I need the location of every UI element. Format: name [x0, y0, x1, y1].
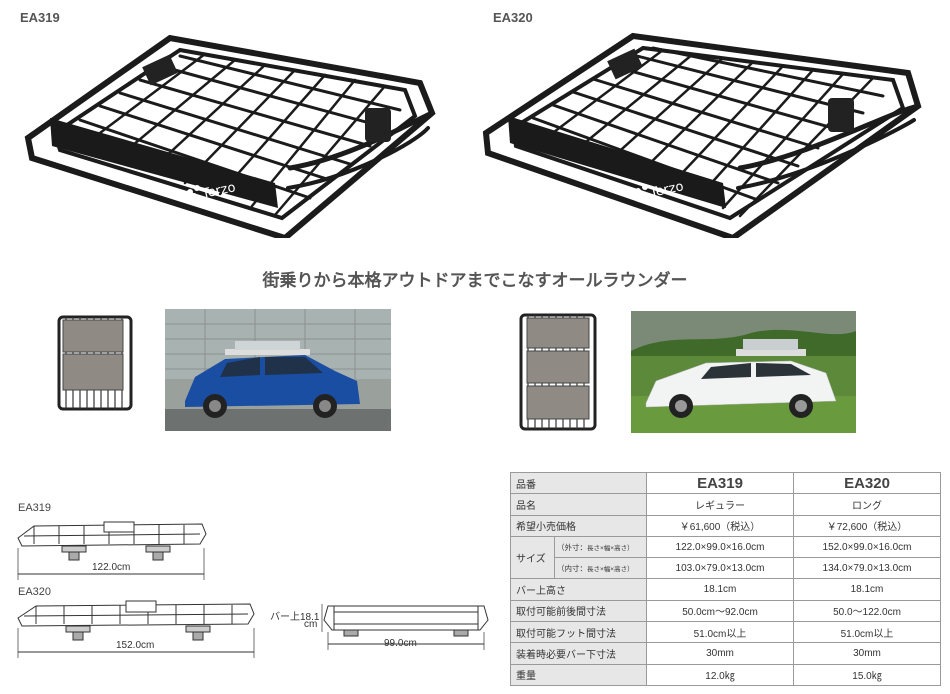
inner-size-label: （内寸：長さ×幅×高さ） [554, 557, 647, 580]
row-label: 取付可能フット間寸法 [510, 621, 647, 644]
table-row: （内寸：長さ×幅×高さ） 103.0×79.0×13.0cm 134.0×79.… [511, 557, 941, 580]
front-diagram [320, 600, 492, 652]
cell-value: 18.1cm [793, 578, 941, 601]
row-label: 重量 [510, 663, 647, 686]
row-label: 希望小売価格 [510, 514, 647, 537]
bar-height-unit: cm [304, 619, 318, 630]
table-row: 取付可能フット間寸法 51.0cm以上 51.0cm以上 [510, 621, 941, 644]
table-row: 装着時必要バー下寸法 30mm 30mm [510, 642, 941, 665]
cell-value: 30mm [646, 642, 794, 665]
table-row: 取付可能前後間寸法 50.0cm〜92.0cm 50.0〜122.0cm [510, 599, 941, 623]
spec-model-ea320: EA320 [793, 471, 941, 495]
ea320-model-label: EA320 [493, 10, 533, 25]
ea319-side-diagram [14, 518, 214, 582]
size-label: サイズ [510, 535, 555, 580]
cell-value: 152.0×99.0×16.0cm [793, 535, 941, 559]
model-number-label: 品番 [510, 471, 647, 495]
table-row: 重量 12.0㎏ 15.0㎏ [510, 663, 941, 686]
table-row: サイズ （外寸：長さ×幅×高さ） 122.0×99.0×16.0cm 152.0… [510, 535, 941, 580]
ea319-diagram-label: EA319 [18, 502, 52, 514]
white-wagon-photo [631, 311, 856, 433]
cell-value: 51.0cm以上 [646, 621, 794, 644]
ea320-topview-image [518, 312, 598, 432]
ea319-topview-image [56, 314, 134, 412]
tagline: 街乗りから本格アウトドアまでこなすオールラウンダー [262, 271, 688, 290]
bar-height-dimension: バー上18.1 [270, 612, 320, 623]
row-label: 取付可能前後間寸法 [510, 599, 647, 623]
cell-value: ロング [793, 493, 941, 516]
ea320-length-dimension: 152.0cm [116, 640, 155, 651]
cell-value: レギュラー [646, 493, 794, 516]
ea320-brand-logo: Terzo [648, 179, 685, 201]
cell-value: ￥72,600（税込） [793, 514, 941, 537]
ea320-diagram-label: EA320 [18, 586, 52, 598]
cell-value: 18.1cm [646, 578, 794, 601]
cell-value: 30mm [793, 642, 941, 665]
cell-value: 122.0×99.0×16.0cm [646, 535, 794, 559]
spec-table: 品番 EA319 EA320 品名 レギュラー ロング 希望小売価格 ￥61,6… [510, 471, 941, 686]
cell-value: 15.0㎏ [793, 663, 941, 686]
width-dimension: 99.0cm [384, 638, 417, 649]
ea319-brand-logo: Terzo [200, 180, 237, 202]
spec-model-ea319: EA319 [646, 471, 794, 495]
ea319-product-image: Terzo [20, 28, 450, 242]
cell-value: 103.0×79.0×13.0cm [646, 557, 794, 580]
ea319-length-dimension: 122.0cm [92, 562, 131, 573]
cell-value: 50.0〜122.0cm [793, 599, 941, 623]
spec-header-row: 品番 EA319 EA320 [510, 471, 941, 495]
ea320-product-image: Terzo [478, 28, 923, 242]
ea319-model-label: EA319 [20, 10, 60, 25]
outer-size-label: （外寸：長さ×幅×高さ） [554, 535, 647, 559]
cell-value: 51.0cm以上 [793, 621, 941, 644]
cell-value: 12.0㎏ [646, 663, 794, 686]
table-row: バー上高さ 18.1cm 18.1cm [510, 578, 941, 601]
cell-value: 134.0×79.0×13.0cm [793, 557, 941, 580]
ea320-side-diagram [14, 598, 262, 660]
row-label: 装着時必要バー下寸法 [510, 642, 647, 665]
table-row: 希望小売価格 ￥61,600（税込） ￥72,600（税込） [510, 514, 941, 537]
cell-value: 50.0cm〜92.0cm [646, 599, 794, 623]
table-row: 品名 レギュラー ロング [510, 493, 941, 516]
row-label: バー上高さ [510, 578, 647, 601]
cell-value: ￥61,600（税込） [646, 514, 794, 537]
blue-suv-photo [165, 309, 391, 431]
row-label: 品名 [510, 493, 647, 516]
